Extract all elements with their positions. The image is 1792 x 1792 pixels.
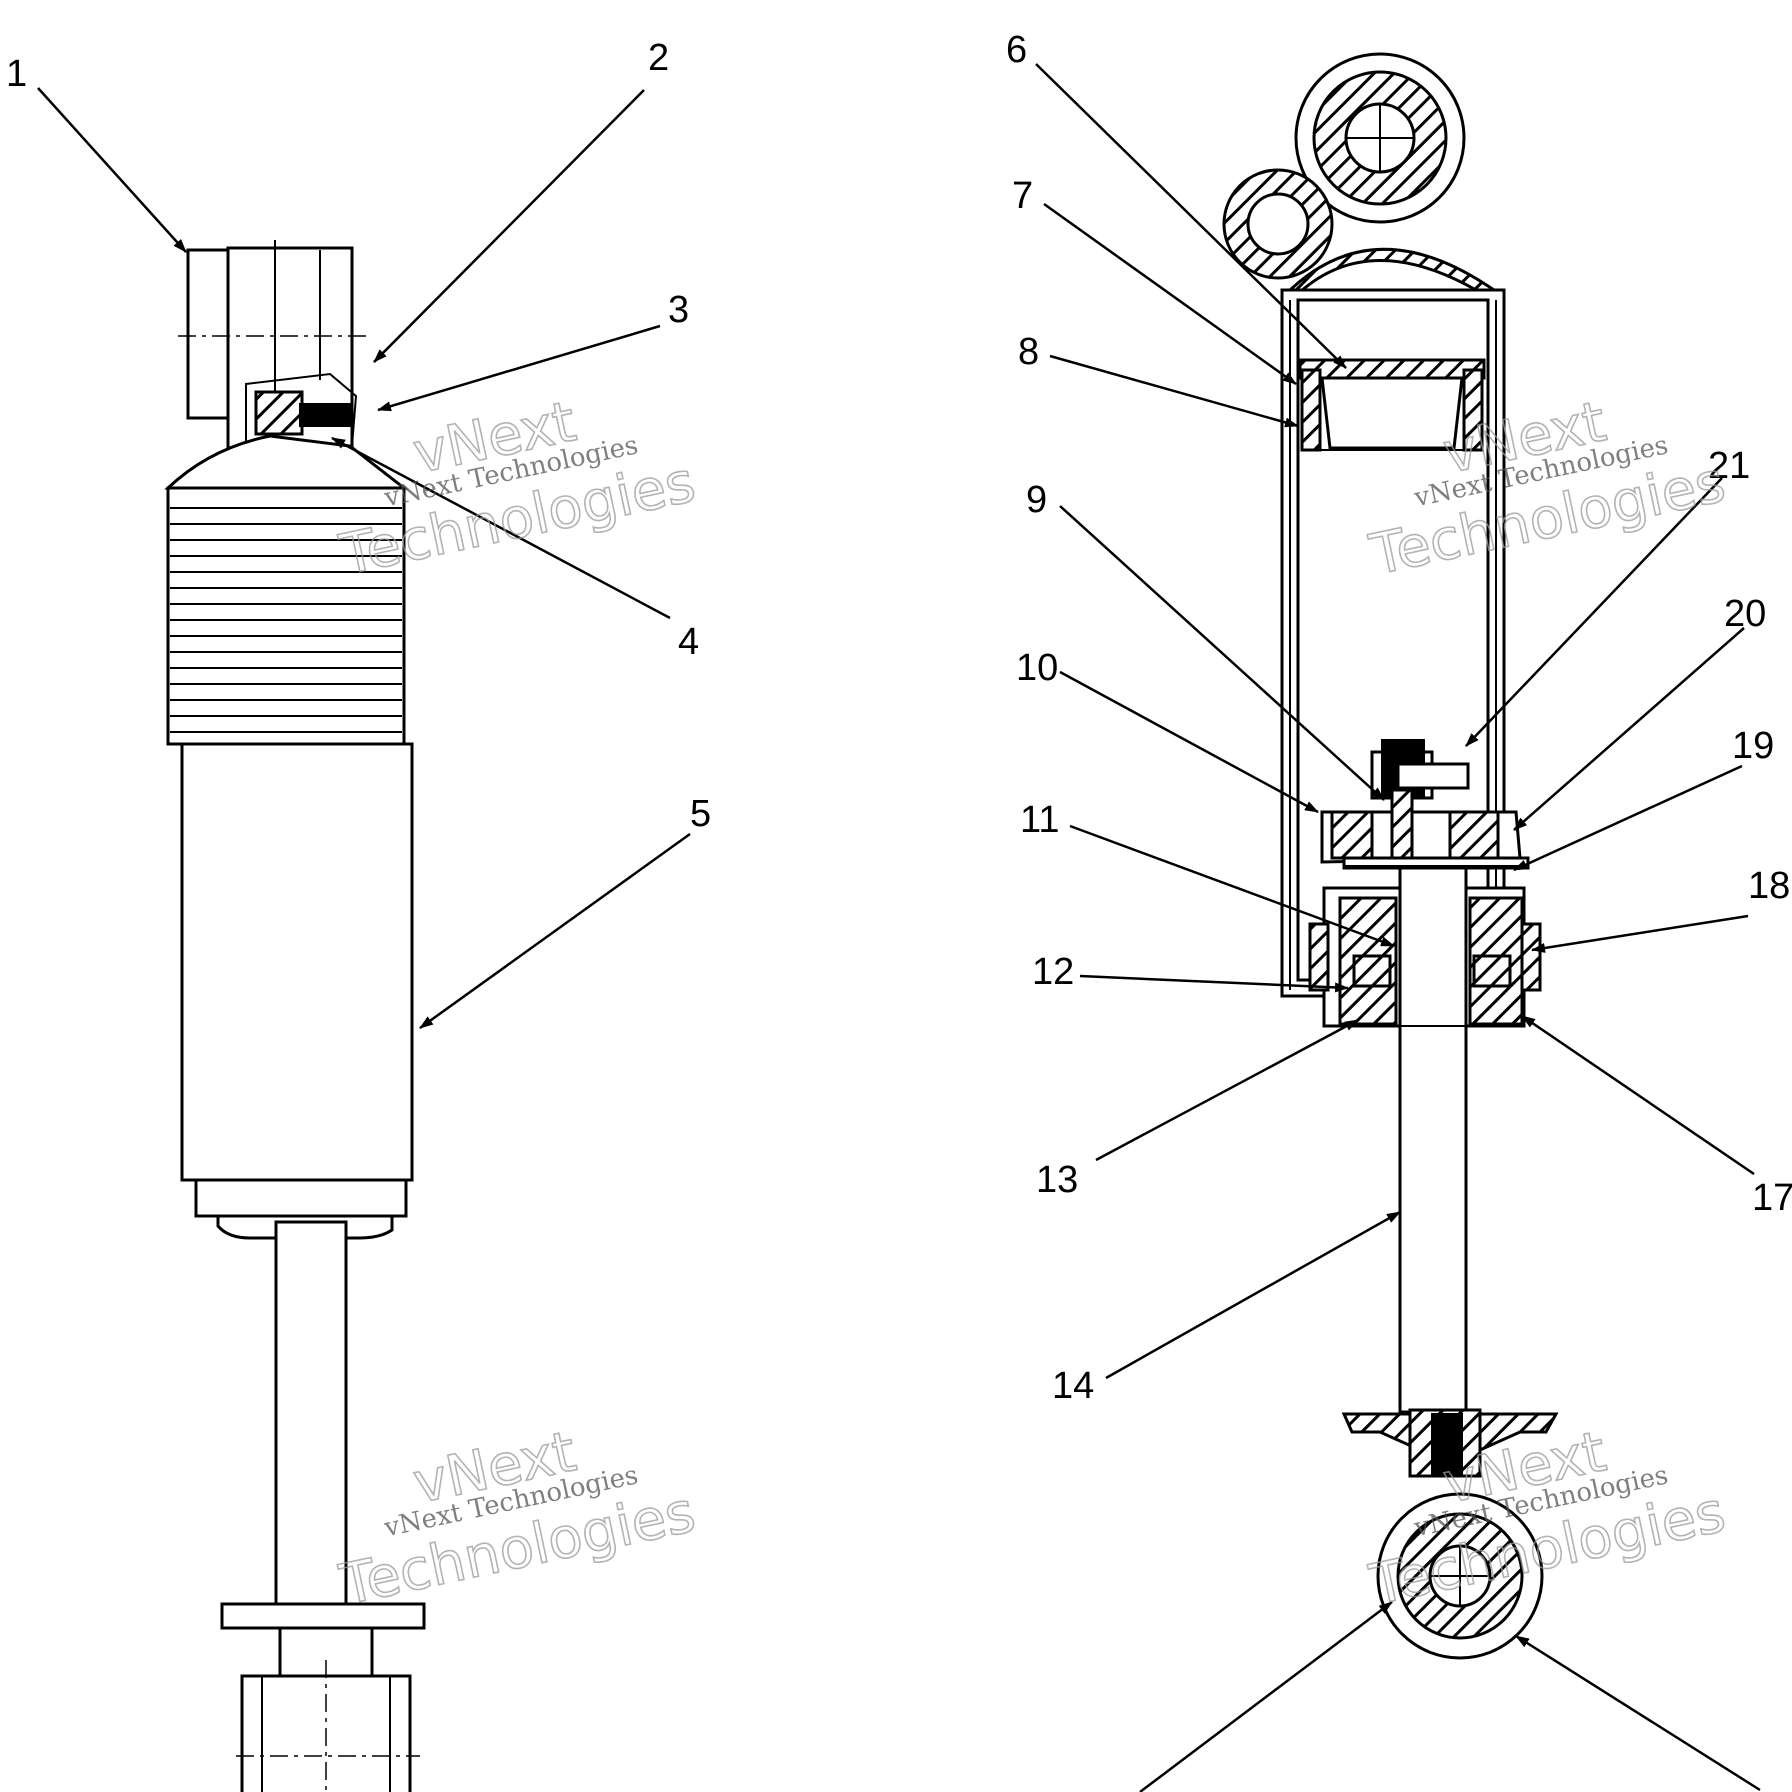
callout-labels: 1 2 3 4 5 6 7 8 9 10 11 12 13 14 17 18 1… [6, 29, 1792, 1407]
body-threads [170, 507, 402, 733]
callout-17: 17 [1752, 1177, 1792, 1219]
callout-2: 2 [648, 37, 669, 79]
bottom-eyelet [220, 1602, 426, 1792]
callout-9: 9 [1026, 479, 1047, 521]
callout-18: 18 [1748, 865, 1790, 907]
callout-14: 14 [1052, 1365, 1094, 1407]
callout-11: 11 [1020, 799, 1059, 841]
cutaway-view [1222, 52, 1559, 1660]
callout-12: 12 [1032, 951, 1074, 993]
piston-shaft-external [274, 1220, 348, 1624]
callout-6: 6 [1006, 29, 1027, 71]
callout-5: 5 [690, 793, 711, 835]
callout-3: 3 [668, 289, 689, 331]
leader-lines [37, 63, 1761, 1792]
piston-assembly [1320, 739, 1530, 870]
external-view [164, 240, 426, 1792]
bottom-eyelet-bushing [1376, 1492, 1544, 1660]
top-eyelet [178, 240, 372, 452]
callout-10: 10 [1016, 647, 1058, 689]
spring-seat [1341, 1408, 1559, 1478]
shock-body [164, 434, 414, 1240]
piston-rod [1396, 762, 1470, 1414]
callout-20: 20 [1724, 593, 1766, 635]
reservoir-port [1222, 168, 1334, 280]
callout-19: 19 [1732, 725, 1774, 767]
top-eyelet-bushing [1294, 52, 1466, 224]
callout-21: 21 [1708, 445, 1750, 487]
callout-4: 4 [678, 621, 699, 663]
callout-7: 7 [1012, 175, 1033, 217]
callout-13: 13 [1036, 1159, 1078, 1201]
callout-8: 8 [1018, 331, 1039, 373]
callout-1: 1 [6, 53, 27, 95]
